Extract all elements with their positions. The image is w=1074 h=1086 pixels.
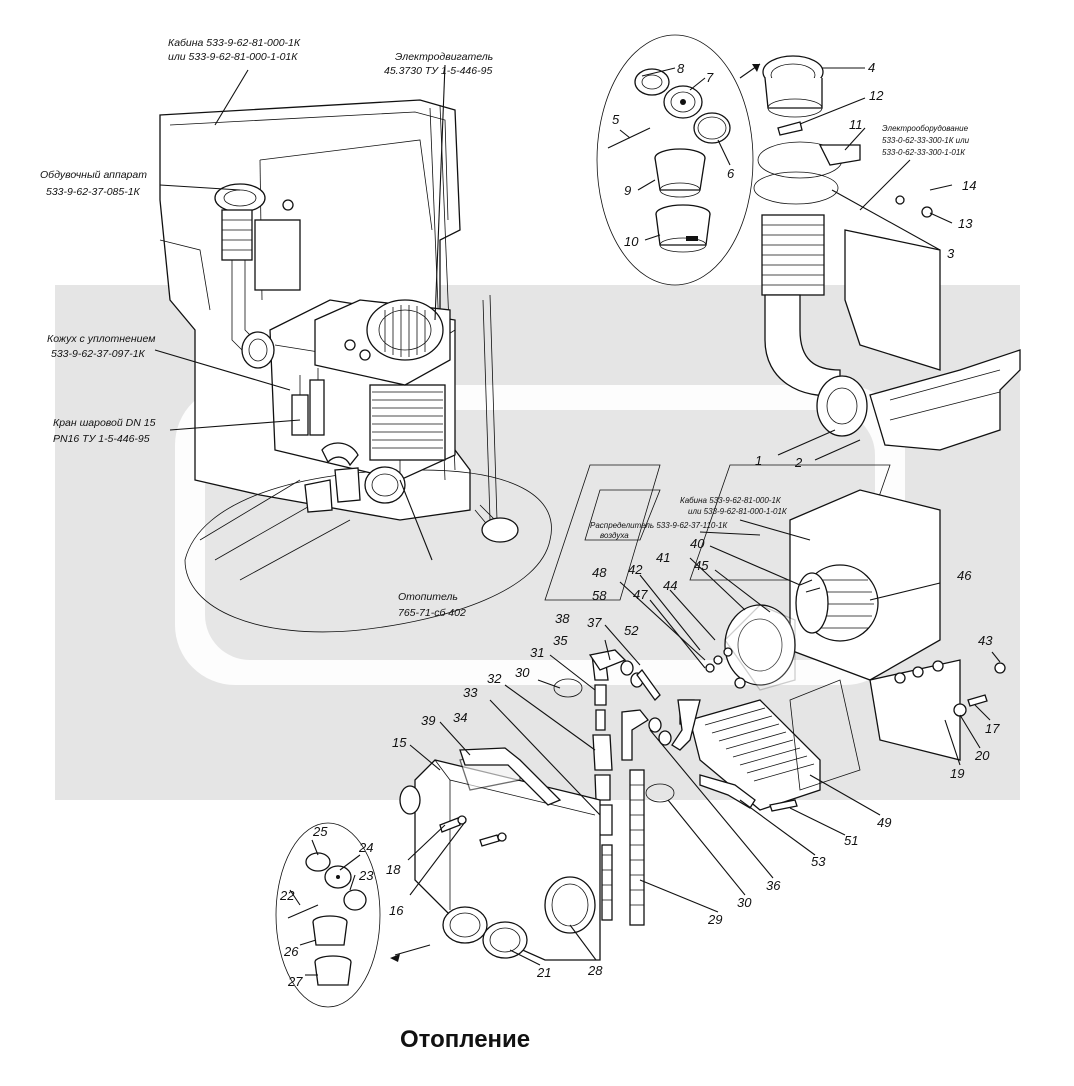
annotation-casing: Кожух с уплотнением: [47, 333, 155, 345]
callout: 8: [677, 61, 685, 76]
cab-assembly: [159, 99, 552, 633]
callout: 37: [587, 615, 602, 630]
callout: 26: [283, 944, 299, 959]
callout: 9: [624, 183, 631, 198]
callout: 40: [690, 536, 705, 551]
callout: 10: [624, 234, 639, 249]
callout: 14: [962, 178, 976, 193]
duct-assembly: [753, 55, 1021, 451]
callout: 18: [386, 862, 401, 877]
callout: 43: [978, 633, 993, 648]
callout: 47: [633, 587, 648, 602]
callout: 41: [656, 550, 670, 565]
callout: 34: [453, 710, 467, 725]
callout: 29: [707, 912, 722, 927]
callout: 1: [755, 453, 762, 468]
annotation-motor: Электродвигатель: [395, 51, 493, 63]
callout: 58: [592, 588, 607, 603]
callout: 23: [358, 868, 374, 883]
callout: 19: [950, 766, 964, 781]
callout: 49: [877, 815, 891, 830]
callout: 35: [553, 633, 568, 648]
callout: 24: [358, 840, 373, 855]
page-title: Отопление: [400, 1026, 530, 1053]
annotation-electro: Электрооборудование: [882, 124, 969, 133]
callout: 13: [958, 216, 973, 231]
annotation-cab2: или 533-9-62-81-000-1-01К: [688, 507, 788, 516]
annotation-cab2: Кабина 533-9-62-81-000-1К: [680, 496, 782, 505]
callout: 15: [392, 735, 407, 750]
exploded-heater: [544, 464, 1006, 926]
callout: 30: [737, 895, 752, 910]
callout: 16: [389, 903, 404, 918]
callout: 46: [957, 568, 972, 583]
ball-valve: [291, 368, 406, 513]
callout: 39: [421, 713, 435, 728]
callout: 51: [844, 833, 858, 848]
callout: 32: [487, 671, 502, 686]
callout: 36: [766, 878, 781, 893]
annotation-electro: 533-0-62-33-300-1-01К: [882, 148, 966, 157]
annotation-heater: Отопитель: [398, 591, 458, 603]
callout: 38: [555, 611, 570, 626]
callout: 52: [624, 623, 639, 638]
annotation-valve: Кран шаровой DN 15: [53, 417, 156, 429]
callout: 7: [706, 70, 714, 85]
callout: 2: [794, 455, 803, 470]
annotation-casing: 533-9-62-37-097-1К: [51, 348, 146, 360]
annotation-blower: Обдувочный аппарат: [40, 169, 147, 181]
annotation-distributor: воздуха: [600, 531, 629, 540]
callout: 11: [849, 117, 863, 132]
callout: 31: [530, 645, 544, 660]
callout: 48: [592, 565, 607, 580]
blower-nozzle: [214, 183, 301, 361]
callout: 5: [612, 112, 620, 127]
callout: 27: [287, 974, 303, 989]
callout: 30: [515, 665, 530, 680]
part-numbers: 1 2 3 4 5 6 7 8 9 10 11 12 13 14 15 16 1…: [279, 60, 1000, 989]
callout: 20: [974, 748, 990, 763]
heater-box: [399, 747, 601, 961]
annotation-electro: 533-0-62-33-300-1К или: [882, 136, 970, 145]
callout: 17: [985, 721, 1000, 736]
electric-motor: [314, 299, 451, 386]
callout: 25: [312, 824, 328, 839]
annotation-cab: или 533-9-62-81-000-1-01К: [168, 51, 298, 63]
callout: 4: [868, 60, 875, 75]
leader-lines: [154, 64, 1001, 976]
annotation-blower: 533-9-62-37-085-1К: [46, 186, 141, 198]
callout: 21: [536, 965, 551, 980]
callout: 28: [587, 963, 603, 978]
annotation-cab: Кабина 533-9-62-81-000-1К: [168, 37, 301, 49]
callout: 22: [279, 888, 295, 903]
callout: 42: [628, 562, 643, 577]
annotation-distributor: Распределитель 533-9-62-37-110-1К: [590, 521, 728, 530]
callout: 45: [694, 558, 709, 573]
annotations: Кабина 533-9-62-81-000-1К или 533-9-62-8…: [40, 37, 970, 619]
annotation-valve: PN16 ТУ 1-5-446-95: [53, 433, 150, 445]
callout: 12: [869, 88, 884, 103]
callout: 3: [947, 246, 955, 261]
callout: 53: [811, 854, 826, 869]
detail-circle-bottom: [275, 822, 431, 1008]
callout: 44: [663, 578, 677, 593]
callout: 6: [727, 166, 735, 181]
annotation-heater: 765-71-сб 402: [398, 607, 466, 619]
callout: 33: [463, 685, 478, 700]
annotation-motor: 45.3730 ТУ 1-5-446-95: [384, 65, 492, 77]
